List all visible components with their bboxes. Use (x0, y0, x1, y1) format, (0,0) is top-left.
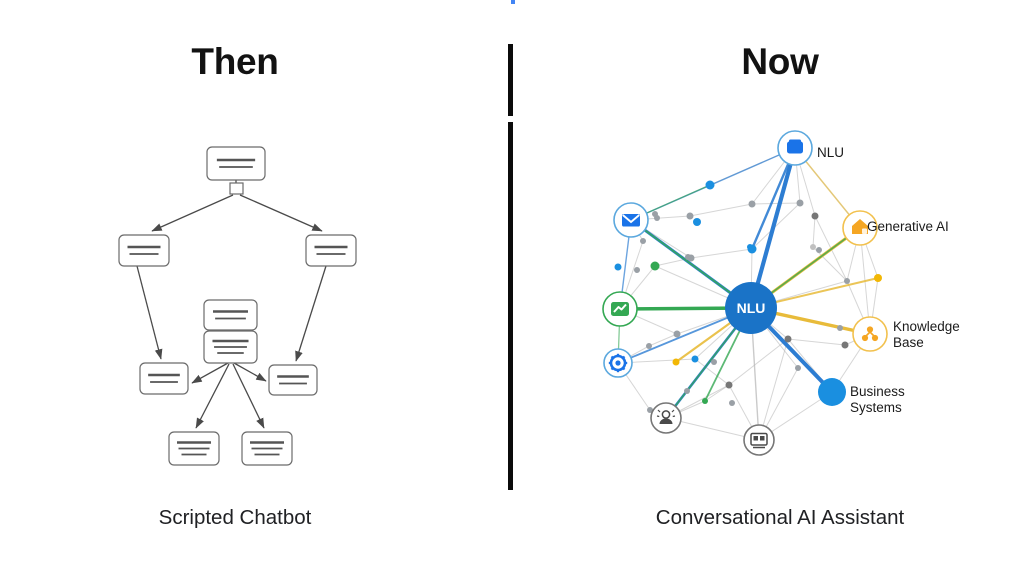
network-edge (787, 338, 846, 346)
network-edge (751, 202, 801, 205)
network-edge (648, 333, 678, 347)
network-node-monitor-icon (743, 424, 775, 456)
network-dot-node (729, 400, 735, 406)
network-dot-node (640, 238, 646, 244)
flowchart-node (118, 234, 170, 267)
network-dot-node (672, 358, 680, 366)
network-dot-node (795, 365, 801, 371)
network-edge (812, 215, 816, 248)
network-edge (690, 248, 753, 259)
panel-divider-lower (508, 122, 513, 490)
network-dot-node (725, 381, 733, 389)
network-node-generative-ai-icon (842, 210, 878, 246)
top-edge-artifact (511, 0, 515, 4)
flowchart-node (305, 234, 357, 267)
network-dot-node (711, 359, 717, 365)
network-edge (694, 358, 730, 386)
network-node-chat-bubble-icon (777, 130, 813, 166)
network-dot-node (796, 199, 804, 207)
network-dot-node (691, 355, 699, 363)
network-dot-node (686, 212, 694, 220)
network-edge (665, 417, 760, 441)
network-node-gear-icon (603, 348, 633, 378)
flowchart-node (139, 362, 189, 395)
network-dot-node (650, 261, 660, 271)
network-small-nodes (614, 180, 882, 413)
network-label: NLU (817, 145, 844, 160)
network-dot-node (693, 218, 701, 226)
network-dot-node (702, 398, 708, 404)
caption-scripted-chatbot: Scripted Chatbot (158, 506, 312, 529)
flowchart-node (206, 146, 266, 181)
flowchart-edges (136, 180, 327, 429)
network-node-analytics-icon (602, 291, 638, 327)
panel-divider-upper (508, 44, 513, 116)
network-dot-node (685, 254, 691, 260)
network-dot-node (784, 335, 792, 343)
network-edge (750, 146, 797, 251)
flowchart-node (203, 330, 258, 364)
network-dot-node (634, 267, 640, 273)
network-edge (748, 145, 798, 311)
center-nlu-circle (725, 282, 777, 334)
network-dot-node (747, 244, 753, 250)
network-dot-node (844, 278, 850, 284)
network-node-knowledge-base-icon (852, 316, 888, 352)
heading-then: Then (191, 41, 279, 82)
network-dot-node (837, 325, 843, 331)
network-dot-node (614, 263, 622, 271)
network-dot-node (841, 341, 849, 349)
network-dot-node (646, 343, 652, 349)
heading-now: Now (741, 41, 819, 82)
network-icon-nodes (602, 130, 888, 456)
network-center-node: NLU (725, 282, 777, 334)
network-dot-node (811, 212, 819, 220)
flowchart-node (168, 431, 220, 466)
network-dot-node (874, 274, 882, 282)
network-dot-node (816, 247, 822, 253)
network-dot-node (673, 330, 681, 338)
network-node-email-icon (613, 202, 649, 238)
flowchart-nodes (118, 146, 357, 466)
network-dot-node (810, 244, 816, 250)
network-edge (758, 338, 789, 441)
network-node-filled-dot-icon (818, 378, 846, 406)
network-edge (689, 203, 753, 217)
network-node-agent-user-icon (650, 402, 682, 434)
network-dot-node (748, 200, 756, 208)
flowchart-node (268, 364, 318, 396)
network-dot-node (652, 211, 658, 217)
network-dot-node (684, 388, 690, 394)
network-edge (704, 384, 730, 402)
network-dot-node (705, 180, 715, 190)
network-label: Generative AI (867, 219, 949, 234)
flowchart-node (203, 299, 258, 331)
network-edge (728, 338, 789, 386)
center-nlu-label: NLU (737, 300, 766, 316)
scripted-chatbot-flowchart (118, 146, 357, 466)
network-edge (751, 202, 801, 250)
flowchart-node (241, 431, 293, 466)
caption-conversational-ai: Conversational AI Assistant (655, 506, 905, 529)
network-dot-node (647, 407, 653, 413)
